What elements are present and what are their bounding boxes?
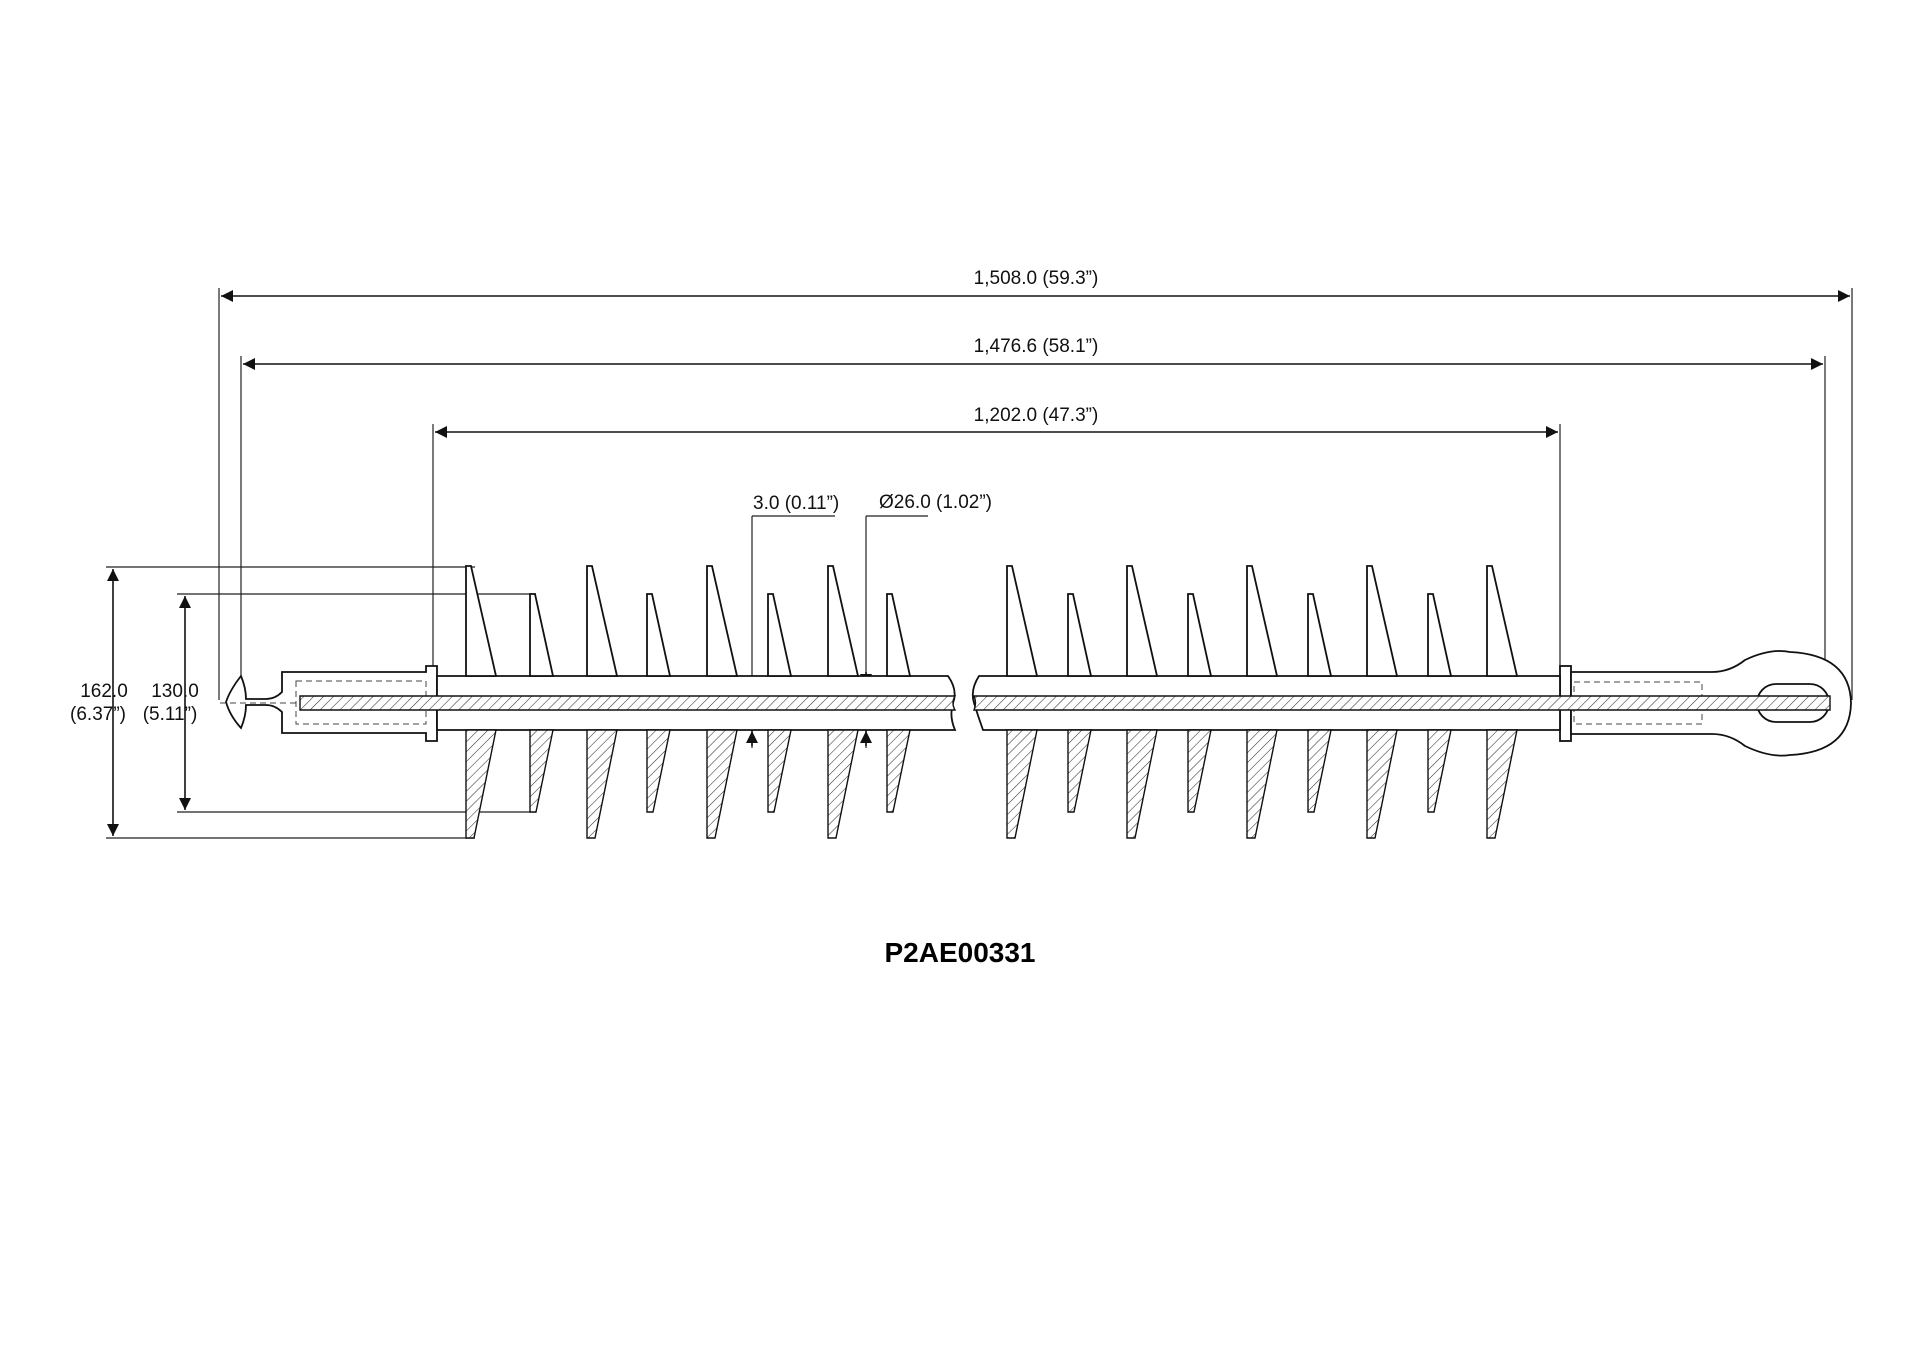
rod-diameter-label: Ø26.0 (1.02”) [879,492,992,513]
sheds [465,565,1519,839]
dimension-overall-length: 1,508.0 (59.3”) [218,268,1853,700]
overall-length-label: 1,508.0 (59.3”) [974,268,1099,289]
part-number: P2AE00331 [884,937,1035,968]
dimension-eye-to-ball-length: 1,476.6 (58.1”) [240,336,1826,688]
dimension-insulation-length: 1,202.0 (47.3”) [432,405,1561,680]
shed-thickness-label: 3.0 (0.11”) [753,493,839,514]
eye-to-ball-length-label: 1,476.6 (58.1”) [974,336,1099,357]
dimension-small-shed-diameter: 130.0 (5.11”) [143,593,536,813]
dimension-large-shed-diameter: 162.0 (6.37”) [70,566,475,839]
small-shed-diameter-in: (5.11”) [143,704,198,725]
small-shed-diameter-mm: 130.0 [151,681,199,702]
large-shed-diameter-mm: 162.0 [80,681,128,702]
insulation-length-label: 1,202.0 (47.3”) [974,405,1099,426]
large-shed-diameter-in: (6.37”) [70,704,126,725]
core-rod [220,675,1831,731]
